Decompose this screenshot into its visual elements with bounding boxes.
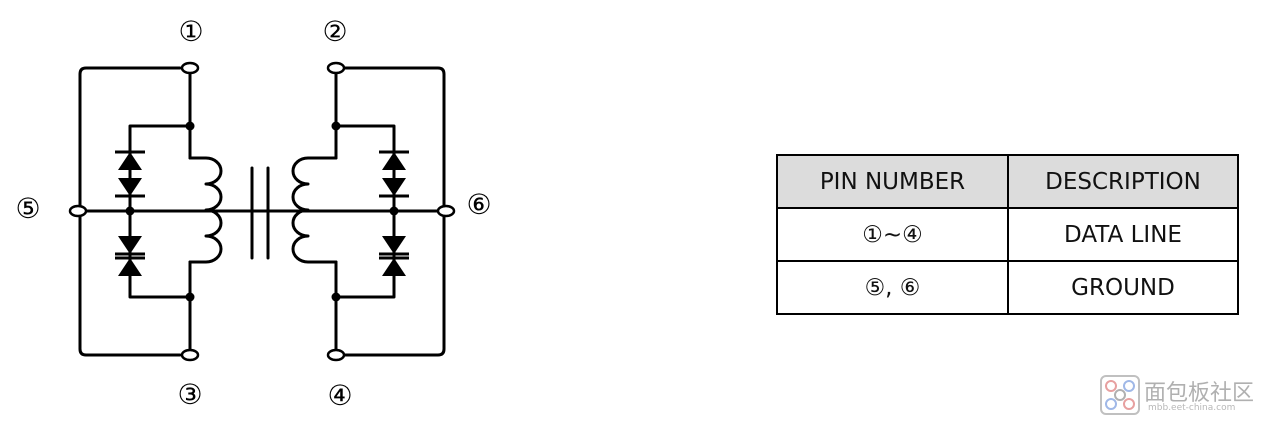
diode-right-lower	[379, 236, 409, 276]
watermark-logo-icon	[1100, 375, 1140, 415]
table-row: ①~④ DATA LINE	[776, 207, 1239, 262]
pin-3-label: ③	[177, 378, 202, 411]
left-coil	[188, 156, 223, 264]
table-header-row: PIN NUMBER DESCRIPTION	[776, 154, 1239, 209]
pin-1-terminal	[180, 61, 200, 75]
diode-left-lower	[115, 236, 145, 276]
watermark: 面包板社区 mbb.eet-china.com	[1100, 373, 1275, 419]
pin-range-cell: ⑤, ⑥	[776, 260, 1009, 315]
pin-6-label: ⑥	[466, 188, 491, 221]
pin-1-label: ①	[178, 15, 203, 48]
junction-dots	[125, 121, 399, 302]
pin-5-label: ⑤	[15, 192, 40, 225]
pin-5-terminal	[68, 204, 88, 218]
pin-2-label: ②	[322, 15, 347, 48]
header-description: DESCRIPTION	[1007, 154, 1239, 209]
diode-right-upper	[379, 150, 409, 198]
pin-4-label: ④	[327, 379, 352, 412]
watermark-subtext: mbb.eet-china.com	[1148, 403, 1236, 413]
pin-range-cell: ①~④	[776, 207, 1009, 262]
diode-left-upper	[115, 150, 145, 198]
pin-description-table: PIN NUMBER DESCRIPTION ①~④ DATA LINE ⑤, …	[776, 154, 1239, 315]
description-cell: GROUND	[1007, 260, 1239, 315]
watermark-text: 面包板社区	[1144, 381, 1255, 406]
description-cell: DATA LINE	[1007, 207, 1239, 262]
pin-2-terminal	[326, 61, 346, 75]
header-pin-number: PIN NUMBER	[776, 154, 1009, 209]
pin-4-terminal	[326, 348, 346, 362]
transformer-core	[250, 166, 270, 260]
circuit-diagram: ① ② ③ ④ ⑤ ⑥	[15, 15, 491, 412]
right-coil	[291, 156, 338, 264]
pin-3-terminal	[180, 348, 200, 362]
pin-6-terminal	[436, 204, 456, 218]
table-row: ⑤, ⑥ GROUND	[776, 260, 1239, 315]
